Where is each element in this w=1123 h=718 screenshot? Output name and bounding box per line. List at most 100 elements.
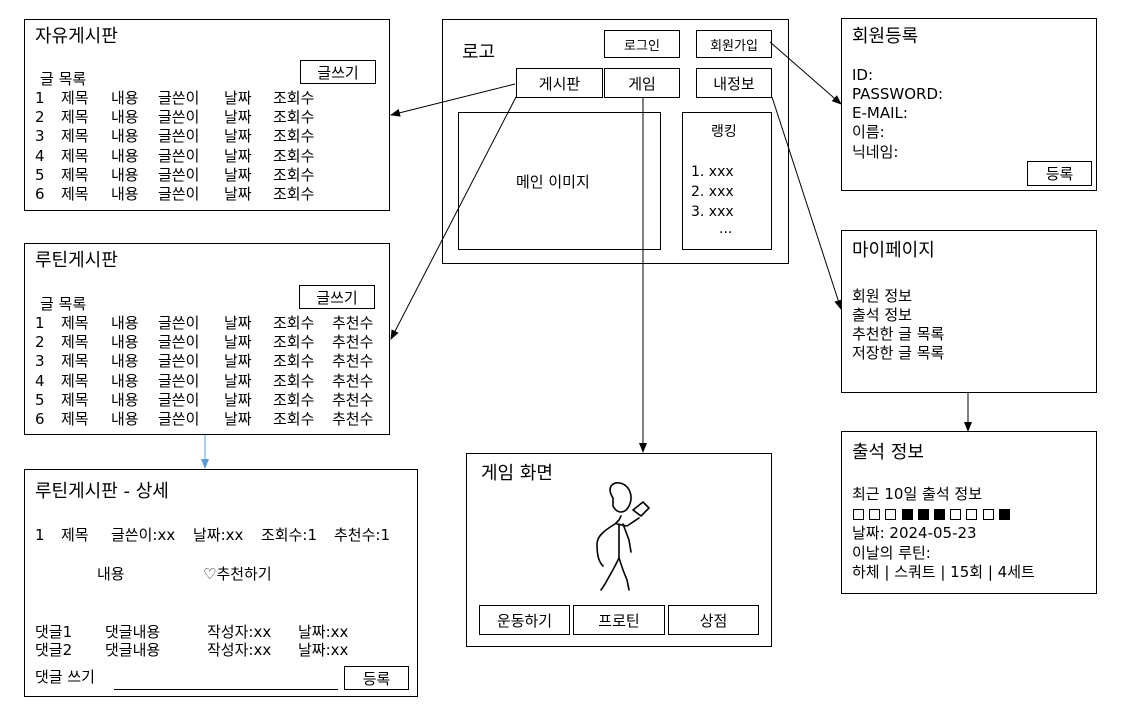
post-views: 조회수 [273, 185, 315, 203]
name-field[interactable]: 이름: [852, 123, 885, 141]
post-author: 글쓴이 [158, 314, 200, 332]
mypage-saved-posts-link[interactable]: 저장한 글 목록 [852, 344, 945, 362]
free-board-write-button[interactable]: 글쓰기 [300, 60, 376, 84]
email-field[interactable]: E-MAIL: [852, 104, 908, 122]
post-content: 내용 [111, 371, 139, 390]
attendance-day-absent [950, 509, 962, 520]
main-image-label: 메인 이미지 [516, 173, 590, 191]
nav-game-button[interactable]: 게임 [604, 68, 680, 98]
post-number: 3 [35, 127, 45, 146]
mypage-member-info-link[interactable]: 회원 정보 [852, 287, 912, 305]
post-title: 제목 [61, 352, 89, 371]
post-content: 내용 [111, 352, 139, 371]
post-content: 내용 [111, 127, 139, 146]
logo[interactable]: 로고 [462, 42, 496, 63]
routine-detail-content: 내용 [97, 565, 125, 583]
post-date: 날짜 [224, 165, 252, 184]
attendance-day-absent [885, 509, 897, 520]
post-views: 조회수 [273, 390, 315, 409]
post-author: 글쓴이 [158, 371, 200, 390]
stick-figure-drinking-icon [596, 482, 650, 591]
post-recommends: 추천수 [332, 333, 374, 352]
post-date: 날짜 [224, 127, 252, 146]
attendance-recent-label: 최근 10일 출석 정보 [852, 485, 982, 503]
post-content: 내용 [111, 410, 139, 428]
comment-date: 날짜:xx [298, 641, 349, 659]
post-content: 내용 [111, 314, 139, 332]
signup-page-panel: 회원등록 ID: PASSWORD: E-MAIL: 이름: 닉네임: 등록 [841, 18, 1097, 191]
post-number: 4 [35, 146, 45, 165]
mypage-attendance-link[interactable]: 출석 정보 [852, 306, 912, 324]
attendance-routine: 하체 | 스쿼트 | 15회 | 4세트 [852, 563, 1035, 581]
post-content: 내용 [111, 146, 139, 165]
signup-submit-button[interactable]: 등록 [1027, 161, 1092, 186]
post-author: 글쓴이 [158, 146, 200, 165]
post-number: 4 [35, 371, 45, 390]
post-number: 1 [35, 314, 45, 332]
attendance-panel: 출석 정보 최근 10일 출석 정보 날짜: 2024-05-23 이날의 루틴… [841, 431, 1097, 594]
comment-input[interactable] [114, 689, 338, 690]
post-number: 1 [35, 89, 45, 107]
post-author: 글쓴이 [158, 108, 200, 127]
post-author: 글쓴이 [158, 390, 200, 409]
post-content: 내용 [111, 108, 139, 127]
post-number: 3 [35, 352, 45, 371]
exercise-button[interactable]: 운동하기 [479, 605, 570, 635]
ranking-panel: 랭킹 1. xxx 2. xxx 3. xxx ... [682, 112, 772, 250]
attendance-routine-label: 이날의 루틴: [852, 544, 931, 562]
free-board-title: 자유게시판 [35, 26, 118, 47]
post-date: 날짜 [224, 185, 252, 203]
post-views: 조회수 [273, 314, 315, 332]
routine-board-write-button[interactable]: 글쓰기 [299, 285, 375, 309]
ranking-more: ... [719, 221, 733, 237]
shop-button[interactable]: 상점 [668, 605, 759, 635]
post-title: 제목 [61, 108, 89, 127]
mypage-recommended-posts-link[interactable]: 추천한 글 목록 [852, 325, 945, 343]
nav-myinfo-button[interactable]: 내정보 [696, 68, 772, 98]
recommend-button[interactable]: ♡추천하기 [203, 565, 272, 583]
attendance-day-present [901, 509, 913, 520]
post-title: 제목 [61, 410, 89, 428]
post-views: 조회수 [273, 146, 315, 165]
nav-board-button[interactable]: 게시판 [516, 68, 603, 98]
post-title: 제목 [61, 127, 89, 146]
mypage-title: 마이페이지 [852, 240, 935, 261]
comment-author: 작성자:xx [207, 623, 272, 641]
routine-board-title: 루틴게시판 [35, 250, 118, 271]
post-views: 조회수 [273, 165, 315, 184]
post-recommends: 추천수:1 [334, 526, 390, 544]
routine-detail-title: 루틴게시판 - 상세 [35, 481, 169, 502]
post-number: 2 [35, 108, 45, 127]
post-title: 제목 [61, 314, 89, 332]
signup-button[interactable]: 회원가입 [696, 30, 772, 58]
post-title: 제목 [61, 185, 89, 203]
comment-submit-button[interactable]: 등록 [344, 666, 409, 690]
comment-content: 댓글내용 [105, 641, 161, 659]
post-date: 날짜 [224, 410, 252, 428]
main-image-placeholder: 메인 이미지 [458, 112, 661, 250]
attendance-day-present [998, 509, 1010, 520]
free-board-list-label: 글 목록 [40, 70, 87, 88]
post-views: 조회수 [273, 89, 315, 107]
id-field[interactable]: ID: [852, 66, 874, 84]
main-page-panel: 로고 로그인 회원가입 게시판 게임 내정보 메인 이미지 랭킹 1. xxx … [442, 19, 789, 264]
post-author: 글쓴이:xx [111, 526, 176, 544]
signup-page-title: 회원등록 [852, 26, 919, 47]
post-title: 제목 [61, 146, 89, 165]
post-number: 5 [35, 390, 45, 409]
post-content: 내용 [111, 165, 139, 184]
attendance-day-absent [853, 509, 864, 520]
game-screen-title: 게임 화면 [481, 463, 553, 484]
post-recommends: 추천수 [332, 371, 374, 390]
post-date: 날짜 [224, 333, 252, 352]
nickname-field[interactable]: 닉네임: [852, 143, 899, 161]
protein-button[interactable]: 프로틴 [573, 605, 665, 635]
post-views: 조회수 [273, 108, 315, 127]
attendance-date: 날짜: 2024-05-23 [852, 524, 977, 542]
post-title: 제목 [61, 371, 89, 390]
ranking-title: 랭킹 [711, 124, 737, 140]
password-field[interactable]: PASSWORD: [852, 85, 944, 103]
attendance-day-present [934, 509, 945, 520]
login-button[interactable]: 로그인 [604, 30, 680, 58]
